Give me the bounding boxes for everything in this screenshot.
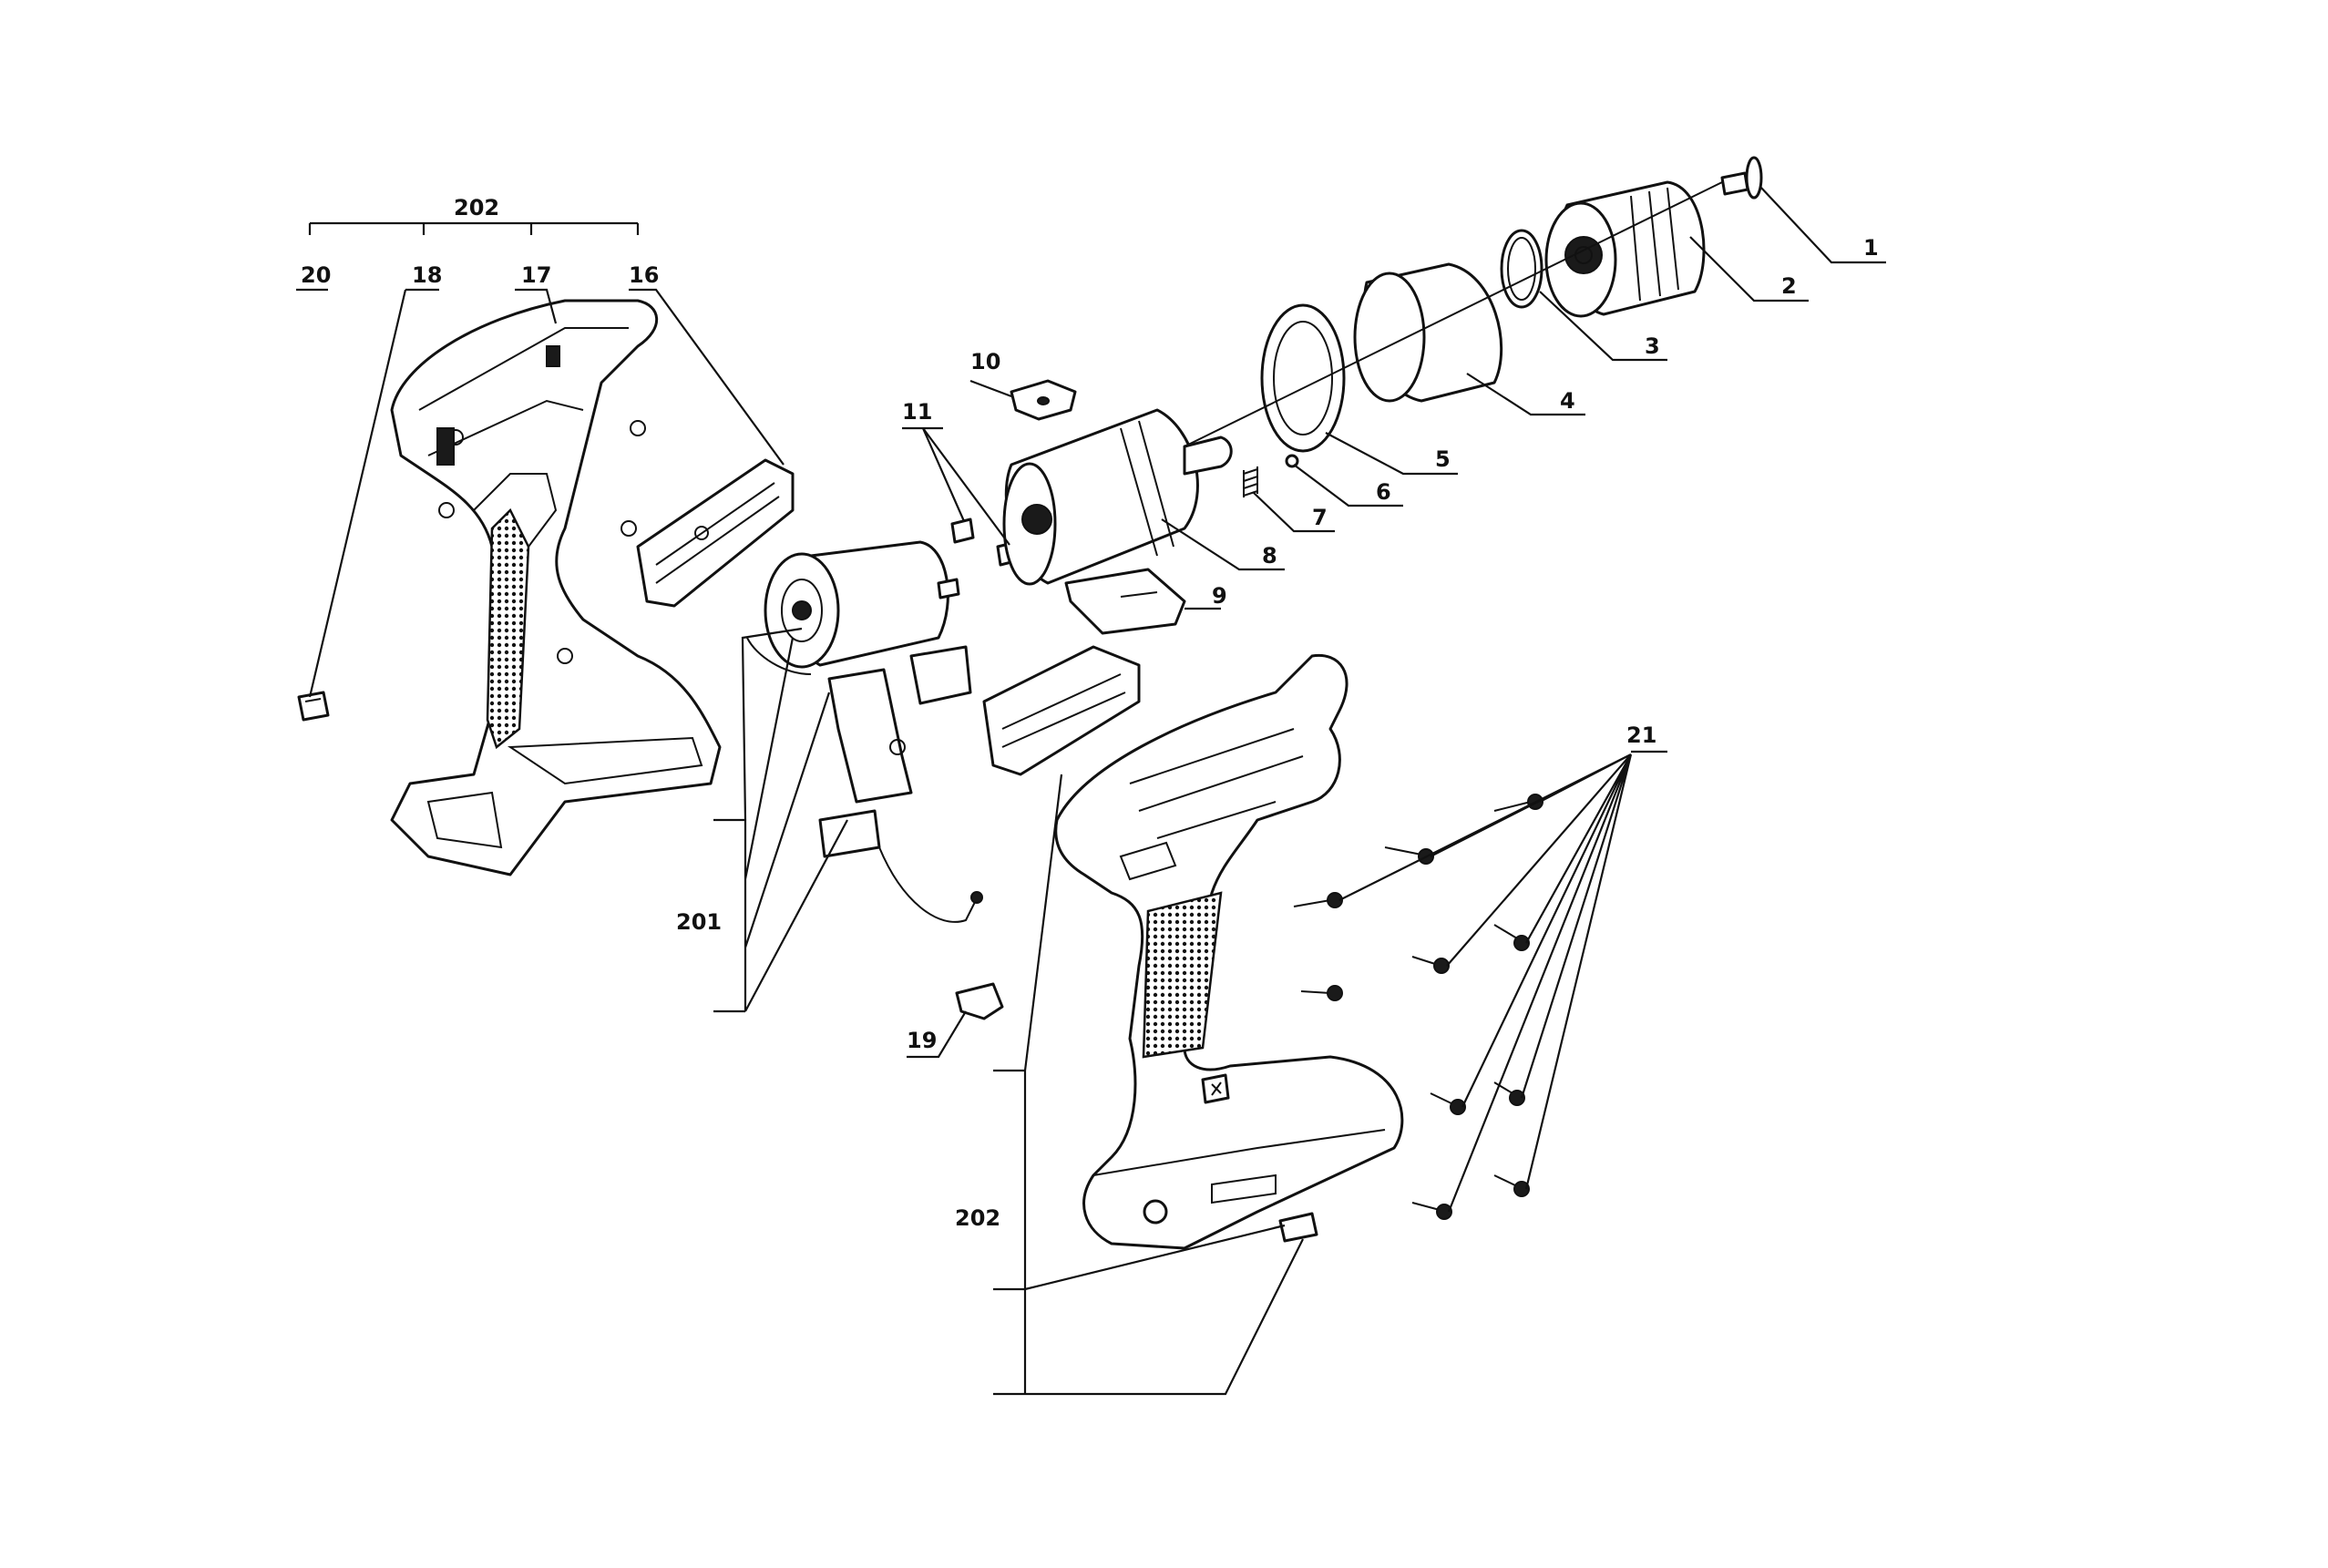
callout-17: 17 — [521, 262, 551, 288]
callout-8: 8 — [1262, 543, 1277, 569]
callout-16: 16 — [629, 262, 659, 288]
right-switch-bracket — [982, 645, 1141, 776]
part-4-collar — [1353, 262, 1503, 403]
callout-21: 21 — [1626, 723, 1656, 748]
callout-11: 11 — [902, 399, 932, 425]
battery-latch-clip — [1278, 1212, 1318, 1243]
callout-10: 10 — [970, 349, 1000, 374]
part-16-bracket — [636, 458, 795, 608]
callout-9: 9 — [1212, 583, 1227, 609]
callout-202-top: 202 — [454, 195, 499, 220]
callout-19: 19 — [907, 1028, 937, 1053]
callout-4: 4 — [1560, 388, 1575, 414]
part-21-screws — [1293, 794, 1543, 1220]
motor — [746, 540, 960, 675]
right-housing-half — [1054, 653, 1404, 1250]
callout-2: 2 — [1781, 273, 1797, 299]
part-19-clip — [955, 982, 1004, 1020]
callout-3: 3 — [1645, 333, 1660, 359]
switch-assembly — [818, 645, 983, 923]
callout-6: 6 — [1376, 479, 1391, 505]
callout-20: 20 — [301, 262, 331, 288]
part-3-ring — [1500, 229, 1543, 309]
part-1-screw — [1720, 156, 1763, 200]
part-5-clutch-ring — [1260, 303, 1346, 453]
callout-201: 201 — [676, 909, 722, 935]
callout-labels: 202 20 18 17 16 10 11 9 8 7 6 5 4 3 2 1 … — [301, 195, 1879, 1231]
part-10-latch — [1010, 379, 1077, 421]
part-9-plate — [1064, 568, 1186, 635]
callout-5: 5 — [1435, 446, 1451, 472]
part-8-gearbox — [1002, 408, 1233, 586]
left-housing-half — [390, 299, 722, 876]
callout-7: 7 — [1312, 505, 1328, 530]
callout-18: 18 — [412, 262, 442, 288]
leader-lines — [296, 181, 1886, 1396]
callout-202-bottom: 202 — [955, 1205, 1000, 1231]
callout-1: 1 — [1863, 235, 1879, 261]
part-6-ball — [1285, 454, 1299, 468]
part-18-clip — [297, 691, 330, 722]
part-7-spring — [1243, 466, 1258, 497]
part-2-chuck — [1544, 180, 1706, 318]
